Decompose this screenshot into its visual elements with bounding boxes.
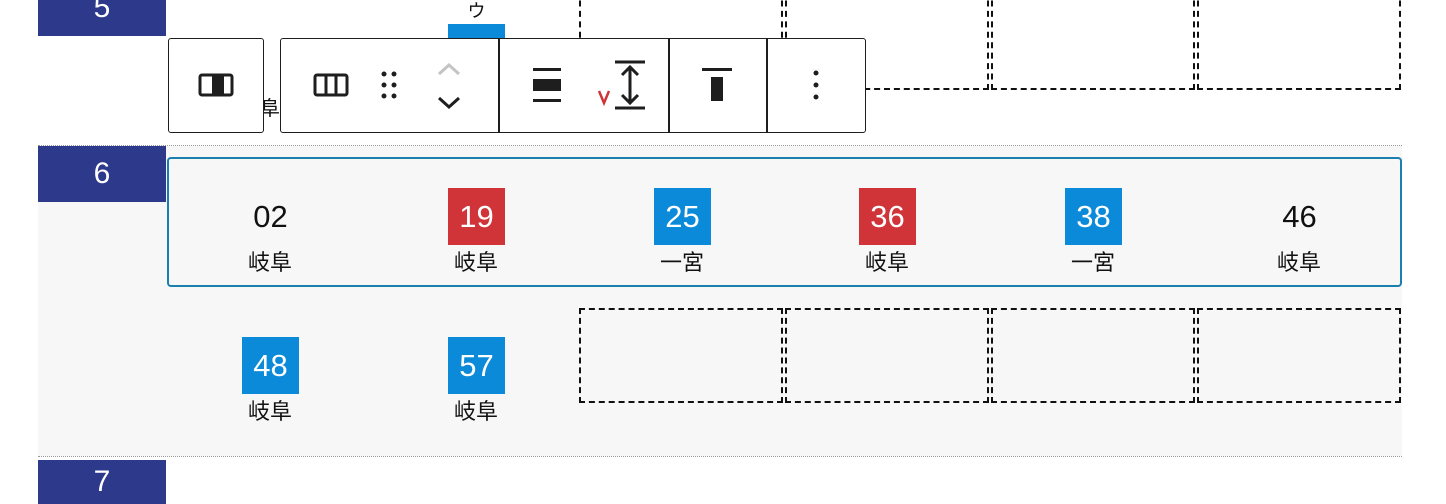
- columns-block-icon[interactable]: [297, 39, 365, 131]
- departure-destination: 岐阜: [247, 399, 292, 424]
- drag-handle-icon[interactable]: [369, 39, 409, 131]
- empty-slot: [1197, 0, 1401, 90]
- partial-badge-strip: [448, 24, 505, 40]
- selected-columns-block[interactable]: [167, 157, 1402, 287]
- align-top-icon[interactable]: [683, 39, 751, 131]
- row-divider: [38, 145, 1402, 146]
- empty-slot[interactable]: [785, 308, 989, 403]
- departure-minute: 25: [654, 188, 711, 245]
- hour-label-5: 5: [38, 0, 166, 36]
- departure-destination: 岐阜: [453, 399, 498, 424]
- departure-cell[interactable]: 19 岐阜: [376, 156, 576, 275]
- departure-cell[interactable]: 02 岐阜: [170, 156, 370, 275]
- partial-top-label: ウ: [448, 0, 505, 22]
- departure-minute: 57: [448, 337, 505, 394]
- departure-minute: 48: [242, 337, 299, 394]
- justify-stretch-icon[interactable]: [513, 39, 581, 131]
- empty-slot[interactable]: [991, 308, 1195, 403]
- more-vertical-icon[interactable]: [781, 39, 851, 131]
- hour-label-7: 7: [38, 460, 166, 504]
- departure-destination: 岐阜: [1276, 250, 1321, 275]
- block-toolbar: [280, 38, 866, 133]
- vertical-spacing-icon[interactable]: [585, 39, 657, 131]
- departure-cell[interactable]: 46 岐阜: [1199, 156, 1399, 275]
- departure-minute: 02: [253, 199, 288, 234]
- empty-slot: [991, 0, 1195, 90]
- departure-destination: 岐阜: [453, 250, 498, 275]
- toolbar-divider: [498, 39, 500, 132]
- toolbar-divider: [668, 39, 670, 132]
- empty-slot[interactable]: [1197, 308, 1401, 403]
- partial-top-label-text: ウ: [467, 1, 486, 21]
- departure-cell[interactable]: 57 岐阜: [376, 305, 576, 424]
- departure-destination: 一宮: [1070, 250, 1115, 275]
- chevron-down-icon[interactable]: [429, 87, 469, 119]
- empty-slot[interactable]: [579, 308, 783, 403]
- departure-minute: 38: [1065, 188, 1122, 245]
- departure-cell[interactable]: 48 岐阜: [170, 305, 370, 424]
- hour-row-6: [38, 146, 1402, 456]
- departure-cell[interactable]: 38 一宮: [993, 156, 1193, 275]
- hour-label-6[interactable]: 6: [38, 146, 166, 202]
- chevron-up-icon[interactable]: [429, 53, 469, 85]
- departure-destination: 岐阜: [864, 250, 909, 275]
- departure-cell[interactable]: 36 岐阜: [787, 156, 987, 275]
- departure-minute: 19: [448, 188, 505, 245]
- departure-destination: 岐阜: [247, 250, 292, 275]
- departure-minute: 46: [1282, 199, 1317, 234]
- departure-destination: 一宮: [659, 250, 704, 275]
- departure-minute: 36: [859, 188, 916, 245]
- toolbar-divider: [766, 39, 768, 132]
- row-divider: [38, 456, 1402, 457]
- parent-block-selector[interactable]: [168, 38, 264, 133]
- column-block-icon[interactable]: [169, 39, 262, 131]
- departure-cell[interactable]: 25 一宮: [582, 156, 782, 275]
